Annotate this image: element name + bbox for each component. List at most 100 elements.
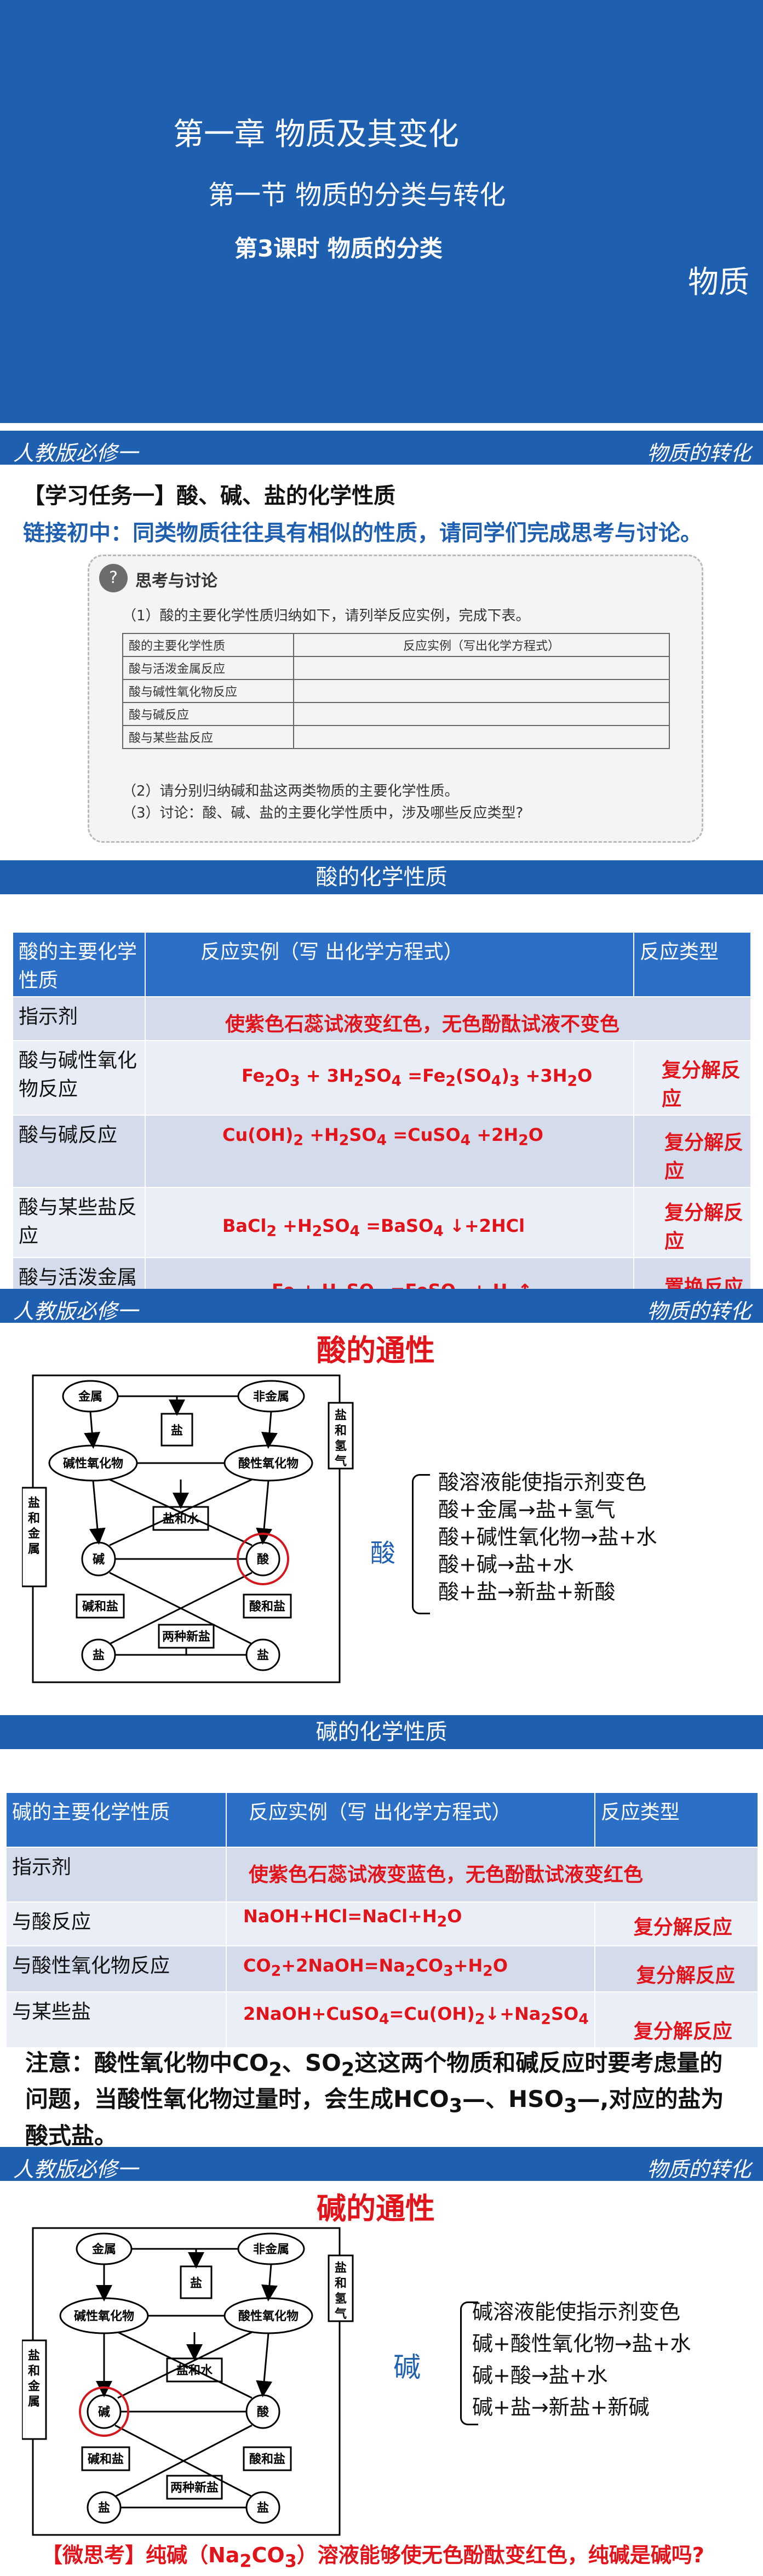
textbook-excerpt: ? 思考与讨论 （1）酸的主要化学性质归纳如下，请列举反应实例，完成下表。 酸的…: [88, 555, 703, 843]
type-cell: 复分解反应: [594, 1991, 759, 2048]
think-col2: 反应实例（写出化学方程式）: [293, 633, 670, 657]
node-salt-metal: 盐和金属: [27, 1497, 41, 1556]
list-item: 碱+酸→盐+水: [472, 2363, 608, 2387]
base-center-label: 碱: [393, 2351, 421, 2383]
think-table: 酸的主要化学性质 反应实例（写出化学方程式） 酸与活泼金属反应 酸与碱性氧化物反…: [122, 633, 670, 749]
header-cell: 反应实例（写 出化学方程式）: [145, 932, 634, 997]
think-q1: （1）酸的主要化学性质归纳如下，请列举反应实例，完成下表。: [122, 608, 530, 624]
think-q2: （2）请分别归纳碱和盐这两类物质的主要化学性质。: [122, 783, 459, 799]
eq-cell: NaOH+HCl=NaCl+H2O: [226, 1901, 595, 1946]
acid-relation-diagram: 金属 非金属 盐 碱性氧化物 酸性氧化物 盐和水 碱 酸 碱和盐 酸和盐 两种新…: [21, 1370, 362, 1699]
prop-cell: 酸与碱性氧化物反应: [12, 1040, 146, 1116]
list-item: 酸+碱→盐+水: [438, 1552, 574, 1577]
acid-table-header: 酸的主要化学性质 反应实例（写 出化学方程式） 反应类型: [12, 932, 751, 997]
type-cell: 复分解反应: [594, 1945, 759, 1992]
header-cell: 碱的主要化学性质: [5, 1792, 227, 1848]
chapter-title: 第一章 物质及其变化: [173, 117, 459, 152]
node-salt-top: 盐: [190, 2277, 202, 2291]
acid-general-list: 酸溶液能使指示剂变色 酸+金属→盐+氢气 酸+碱性氧化物→盐+水 酸+碱→盐+水…: [438, 1469, 657, 1606]
list-item: 酸+碱性氧化物→盐+水: [438, 1525, 657, 1549]
node-acid: 酸: [257, 2406, 269, 2419]
header-left: 人教版必修一: [13, 441, 139, 465]
node-salt-left: 盐: [93, 1649, 105, 1663]
prop-cell: 指示剂: [5, 1847, 227, 1903]
node-base-salt: 碱和盐: [88, 2452, 124, 2466]
node-acid-salt: 酸和盐: [249, 1600, 285, 1614]
acid-center-label: 酸: [370, 1538, 395, 1568]
section-title: 第一节 物质的分类与转化: [208, 180, 506, 210]
section-bar-acid: 酸的化学性质: [0, 860, 763, 894]
brace: [460, 2301, 478, 2425]
cover-slide: 第一章 物质及其变化 第一节 物质的分类与转化 第3课时 物质的分类 物质: [0, 0, 763, 423]
think-col1: 酸的主要化学性质: [122, 633, 294, 657]
table-row: 指示剂 使紫色石蕊试液变蓝色，无色酚酞试液变红色: [5, 1847, 759, 1903]
base-general-title: 碱的通性: [317, 2191, 435, 2226]
header-right: 物质的转化: [646, 2157, 751, 2181]
node-nonmetal: 非金属: [253, 2242, 289, 2257]
node-nonmetal: 非金属: [253, 1390, 289, 1404]
prop-cell: 指示剂: [12, 996, 146, 1041]
node-basic-oxide: 碱性氧化物: [63, 1457, 123, 1471]
node-salt-right: 盐: [257, 1649, 269, 1663]
brace: [412, 1474, 430, 1614]
header-cell: 反应实例（写 出化学方程式）: [226, 1792, 595, 1848]
node-salt-metal: 盐和金属: [27, 2349, 41, 2409]
header-cell: 反应类型: [633, 932, 751, 997]
prop-cell: 与酸反应: [5, 1901, 227, 1946]
header-right: 物质的转化: [646, 1299, 751, 1323]
table-row: 酸与碱反应 Cu(OH)2 +H2SO4 =CuSO4 +2H2O 复分解反应: [12, 1115, 751, 1188]
type-cell: 复分解反应: [594, 1901, 759, 1946]
eq-cell: 使紫色石蕊试液变蓝色，无色酚酞试液变红色: [226, 1847, 759, 1903]
node-salt-h2: 盐和氢气: [334, 1409, 347, 1469]
node-salt-water: 盐和水: [176, 2364, 213, 2378]
node-base: 碱: [98, 2405, 110, 2419]
acid-table: 酸的主要化学性质 反应实例（写 出化学方程式） 反应类型 指示剂 使紫色石蕊试液…: [12, 932, 751, 1323]
node-metal: 金属: [91, 2242, 116, 2257]
eq-cell: 2NaOH+CuSO4=Cu(OH)2↓+Na2SO4: [226, 1991, 595, 2048]
eq-cell: BaCl2 +H2SO4 =BaSO4 ↓+2HCl: [145, 1187, 634, 1258]
eq-cell: Cu(OH)2 +H2SO4 =CuSO4 +2H2O: [145, 1115, 634, 1188]
type-cell: 复分解反应: [633, 1187, 751, 1258]
table-row: 与酸性氧化物反应 CO2+2NaOH=Na2CO3+H2O 复分解反应: [5, 1945, 759, 1992]
header-cell: 反应类型: [594, 1792, 759, 1848]
list-item: 碱+酸性氧化物→盐+水: [472, 2332, 691, 2356]
acid-general-title: 酸的通性: [317, 1333, 435, 1368]
eq-cell: Fe2O3 + 3H2SO4 =Fe2(SO4)3 +3H2O: [145, 1040, 634, 1116]
node-salt-water: 盐和水: [163, 1512, 199, 1526]
micro-question: 【微思考】纯碱（Na2CO3）溶液能够使无色酚酞变红色，纯碱是碱吗?: [42, 2543, 704, 2572]
think-row: 酸与某些盐反应: [122, 725, 294, 749]
type-cell: 复分解反应: [633, 1040, 751, 1116]
base-table: 碱的主要化学性质 反应实例（写 出化学方程式） 反应类型 指示剂 使紫色石蕊试液…: [5, 1792, 759, 2048]
think-q3: （3）讨论：酸、碱、盐的主要化学性质中，涉及哪些反应类型?: [122, 805, 524, 821]
node-metal: 金属: [78, 1390, 102, 1404]
eq-cell: CO2+2NaOH=Na2CO3+H2O: [226, 1945, 595, 1992]
node-two-salts: 两种新盐: [170, 2481, 219, 2495]
node-acidic-oxide: 酸性氧化物: [238, 2309, 299, 2323]
table-row: 酸与碱性氧化物反应 Fe2O3 + 3H2SO4 =Fe2(SO4)3 +3H2…: [12, 1040, 751, 1116]
type-cell: 复分解反应: [633, 1115, 751, 1188]
think-row: 酸与碱反应: [122, 702, 294, 726]
list-item: 碱+盐→新盐+新碱: [472, 2395, 650, 2419]
prop-cell: 与某些盐: [5, 1991, 227, 2048]
think-row: 酸与活泼金属反应: [122, 656, 294, 680]
slide-header: 人教版必修一 物质的转化: [0, 1289, 763, 1323]
header-cell: 酸的主要化学性质: [12, 932, 146, 997]
task-intro: 链接初中：同类物质往往具有相似的性质，请同学们完成思考与讨论。: [23, 521, 702, 546]
node-salt-right: 盐: [257, 2501, 269, 2515]
header-right: 物质的转化: [646, 441, 751, 465]
slide-header: 人教版必修一 物质的转化: [0, 2147, 763, 2181]
node-salt-h2: 盐和氢气: [334, 2261, 347, 2321]
base-note: 注意：酸性氧化物中CO2、SO2这这两个物质和碱反应时要考虑量的问题，当酸性氧化…: [25, 2049, 724, 2149]
lesson-title: 第3课时 物质的分类: [234, 235, 443, 262]
eq-cell: 使紫色石蕊试液变红色，无色酚酞试液不变色: [145, 996, 751, 1041]
table-row: 与某些盐 2NaOH+CuSO4=Cu(OH)2↓+Na2SO4 复分解反应: [5, 1991, 759, 2048]
node-acid: 酸: [257, 1553, 269, 1567]
list-item: 酸+盐→新盐+新酸: [438, 1580, 616, 1604]
prop-cell: 酸与碱反应: [12, 1115, 146, 1188]
table-row: 指示剂 使紫色石蕊试液变红色，无色酚酞试液不变色: [12, 996, 751, 1041]
base-table-header: 碱的主要化学性质 反应实例（写 出化学方程式） 反应类型: [5, 1792, 759, 1848]
node-base-salt: 碱和盐: [82, 1600, 118, 1614]
node-basic-oxide: 碱性氧化物: [74, 2309, 134, 2323]
list-item: 碱溶液能使指示剂变色: [472, 2300, 681, 2324]
base-relation-diagram: 金属 非金属 盐 碱性氧化物 酸性氧化物 盐和水 碱 酸 碱和盐 酸和盐 两种新…: [21, 2223, 362, 2551]
